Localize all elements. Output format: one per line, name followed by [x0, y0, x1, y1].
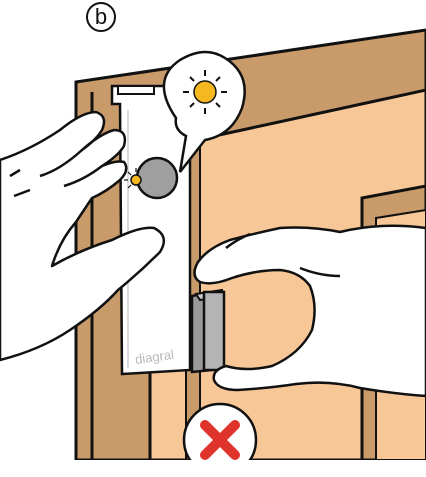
test-button: [137, 158, 177, 198]
led-light: [131, 175, 141, 185]
magnet: [192, 290, 224, 372]
